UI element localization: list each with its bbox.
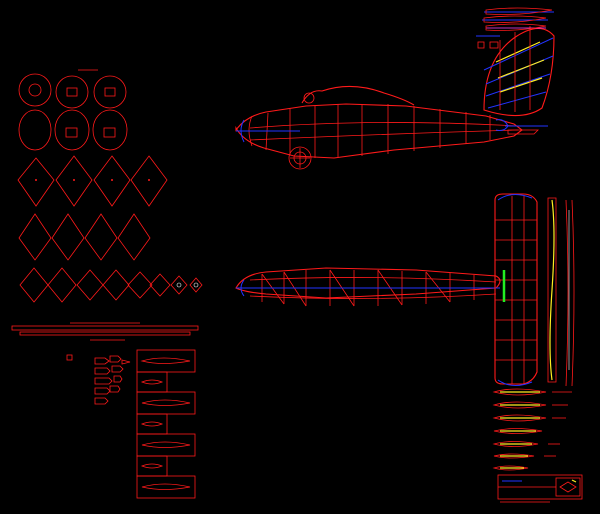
fuselage-side-view [235,85,548,170]
former-row-4 [18,213,151,261]
small-parts [66,354,131,405]
former-row-3 [17,155,168,207]
stabilizer-top-view [494,193,575,387]
former-row-1 [18,69,127,109]
former-row-5 [19,267,203,303]
former-templates [17,69,203,303]
vertical-fin [483,26,555,117]
tail-rib-profiles [492,388,572,471]
title-block [497,474,583,503]
strip-parts [11,322,199,341]
former-row-2 [18,109,128,151]
fuselage-top-view [235,267,501,307]
small-strips-top [476,7,554,49]
rib-sections [136,349,196,499]
